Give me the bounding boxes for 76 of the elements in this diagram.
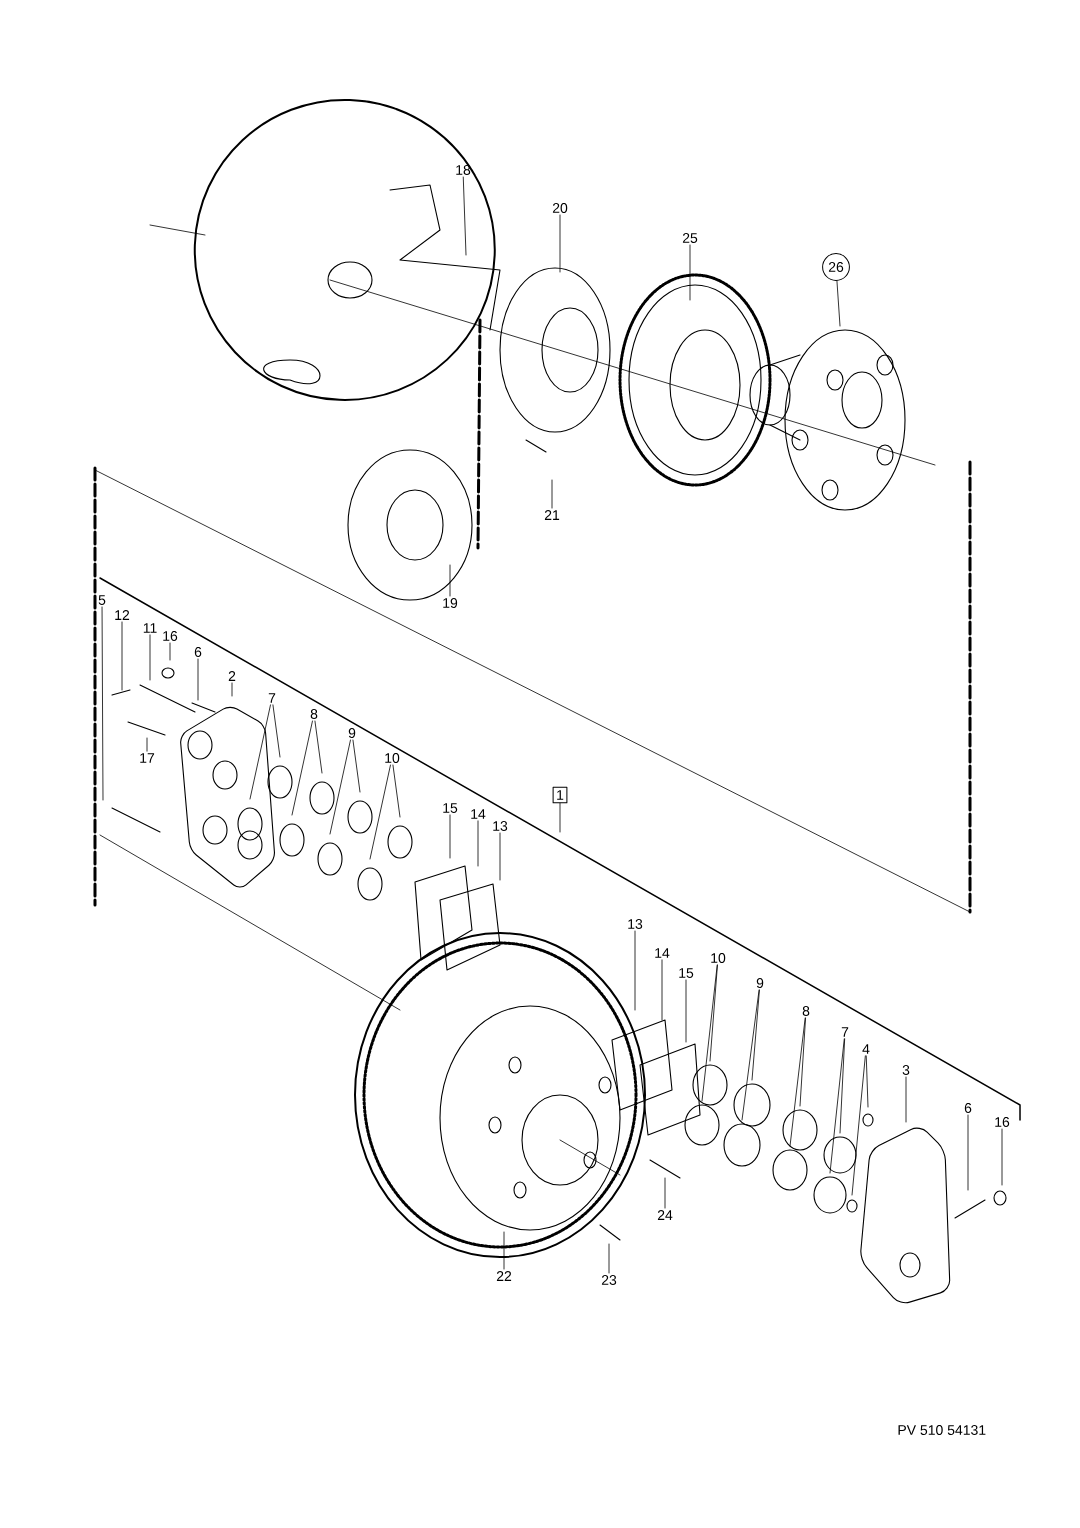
leader-line [146,737,148,752]
leader-line [701,964,718,1102]
callout-number: 19 [443,598,458,608]
leader-line [249,704,271,800]
leader-line [634,930,636,1011]
callout-number: 23 [601,1275,617,1285]
leader-line [197,658,199,701]
callout-number: 3 [902,1065,910,1075]
leader-line [392,764,401,818]
callout-number: 25 [682,233,698,243]
callout-number: 10 [711,953,726,963]
callout-number: 12 [115,610,130,620]
callout-number: 16 [163,631,178,641]
callout-number: 21 [544,510,560,520]
callout-number: 2 [228,671,236,681]
part-number: PV 510 54131 [898,1425,986,1435]
callout-number: 14 [471,809,486,819]
leader-line [462,176,467,256]
callout-number: 20 [552,203,568,213]
leader-line [101,606,104,801]
leader-line [661,959,663,1021]
leader-line [689,244,691,301]
callout-number: 10 [385,753,400,763]
leader-line [272,704,281,758]
callout-number: 17 [140,753,155,763]
leader-line [905,1076,907,1123]
leader-line [329,739,351,835]
callout-number: 9 [756,978,764,988]
leader-line [559,214,561,273]
leader-line [851,1055,866,1196]
leader-line [836,280,841,327]
callout-number: 13 [628,919,643,929]
callout-number: 6 [194,647,202,657]
callout-number: 8 [802,1006,810,1016]
callout-number: 6 [964,1103,972,1113]
callout-number: 24 [657,1210,673,1220]
leader-line [503,1231,505,1270]
callout-number: 11 [143,623,157,633]
callout-number: 8 [310,709,318,719]
leader-line [231,682,233,697]
leader-line [685,979,687,1043]
leader-line [608,1243,610,1274]
callout-number: 14 [655,948,670,958]
leader-line [121,621,123,691]
callout-number: 15 [679,968,694,978]
leader-line [551,479,553,509]
leader-line [865,1055,869,1108]
leader-line [664,1177,666,1209]
leader-line [741,989,760,1121]
callout-number: 16 [995,1117,1010,1127]
leader-line [1001,1128,1003,1186]
leader-line [829,1038,845,1174]
leader-line [499,832,501,881]
leader-line [291,720,313,816]
leader-line [449,564,451,597]
callout-number: 5 [98,595,106,605]
leader-line [149,634,151,681]
leader-line [559,802,561,833]
callout-number: 1 [552,786,568,804]
callout-number: 7 [268,693,276,703]
leader-line [967,1114,969,1191]
leader-line [314,720,323,774]
leader-line [477,820,479,867]
callout-number: 22 [496,1271,512,1281]
leader-line [449,814,451,859]
callout-number: 9 [348,728,356,738]
leader-line [789,1017,806,1147]
leader-line [369,764,391,860]
callout-number: 13 [493,821,508,831]
callout-number: 4 [862,1044,870,1054]
callout-number: 15 [443,803,458,813]
leader-line [169,642,171,661]
callout-number: 26 [822,253,850,281]
leader-line [751,989,760,1081]
callout-number: 7 [841,1027,849,1037]
leader-line [352,739,361,793]
